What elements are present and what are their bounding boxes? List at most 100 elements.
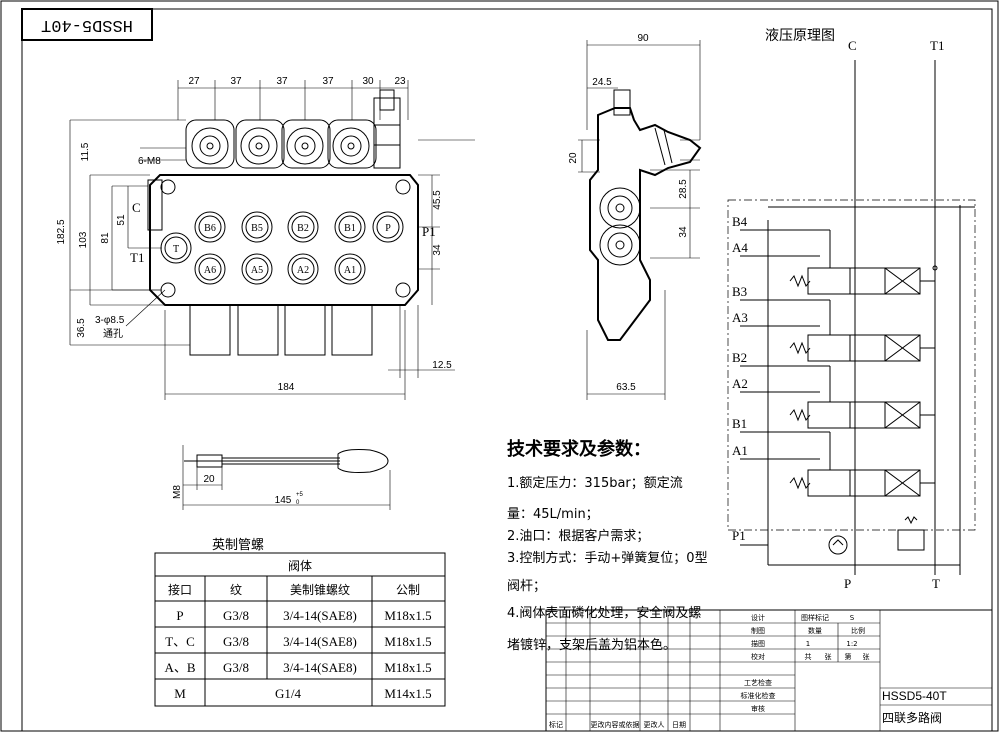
dim-34-front: 34 <box>432 244 443 256</box>
hyd-port-p1: P1 <box>732 528 746 543</box>
dim-top-6: 23 <box>394 76 406 87</box>
pipe-r2-c0: A、B <box>164 660 195 675</box>
tb-model: HSSD5-40T <box>882 689 947 703</box>
side-dim-28-5: 28.5 <box>678 179 689 199</box>
tech-line-6: 堵镀锌，支架后盖为铝本色。 <box>507 637 676 653</box>
tb-qty-head-1: 比例 <box>851 626 865 635</box>
hole-note: 3-φ8.5 <box>95 315 125 326</box>
port-a2: A2 <box>297 265 309 276</box>
tb-qty-head-0: 数量 <box>808 626 822 635</box>
pipe-r1-c2: 3/4-14(SAE8) <box>283 634 357 649</box>
dim-51: 51 <box>116 214 127 226</box>
tech-line-2: 2.油口：根据客户需求； <box>507 528 649 544</box>
inner-frame <box>21 8 993 732</box>
hydraulic-schematic: 液压原理图 C T1 B4 A4 B3 A3 B2 A2 B1 A1 P1 P … <box>727 28 976 591</box>
pipe-group-header: 阀体 <box>288 559 312 573</box>
pipe-r1-c0: T、C <box>165 634 195 649</box>
hyd-port-a2: A2 <box>732 376 748 391</box>
dim-top-1: 27 <box>188 76 200 87</box>
tb-right-head-1: S <box>850 614 855 622</box>
pipe-r0-c2: 3/4-14(SAE8) <box>283 608 357 623</box>
pipe-hdr-1: 纹 <box>230 583 242 597</box>
hyd-port-b3: B3 <box>732 284 747 299</box>
tb-sheet-3: 张 <box>863 652 870 661</box>
dim-top-5: 30 <box>362 76 374 87</box>
dim-103: 103 <box>78 231 89 248</box>
front-label-t1: T1 <box>130 250 144 265</box>
tb-row-1: 制图 <box>751 626 765 635</box>
side-dim-90: 90 <box>637 33 649 44</box>
side-dim-24-5: 24.5 <box>592 77 612 88</box>
hyd-title: 液压原理图 <box>765 28 835 44</box>
pipe-r1-c3: M18x1.5 <box>384 634 431 649</box>
pipe-r2-c3: M18x1.5 <box>384 660 431 675</box>
tb-name: 四联多路阀 <box>882 710 942 725</box>
tb-row-2: 描图 <box>751 639 765 648</box>
tech-line-5: 4.阀体表面磷化处理，安全阀及螺 <box>507 605 701 621</box>
tb-sheet-2: 第 <box>845 652 852 661</box>
front-label-c: C <box>132 200 141 215</box>
front-view: 27 37 37 37 30 23 <box>56 76 475 400</box>
handle-dim-m8: M8 <box>172 485 183 499</box>
pipe-r0-c3: M18x1.5 <box>384 608 431 623</box>
tb-row-6: 审核 <box>751 704 765 713</box>
hyd-label-t: T <box>932 576 940 591</box>
pipe-table: 英制管螺 阀体 接口 纹 美制锥螺纹 公制 P G3/8 3/4-14(SAE8… <box>154 538 446 707</box>
pipe-r3-c1: G1/4 <box>275 686 302 701</box>
dim-81: 81 <box>100 232 111 244</box>
hyd-port-b1: B1 <box>732 416 747 431</box>
hyd-port-a3: A3 <box>732 310 748 325</box>
tb-row-0: 设计 <box>751 613 765 622</box>
pipe-r2-c2: 3/4-14(SAE8) <box>283 660 357 675</box>
dim-11-5: 11.5 <box>80 142 91 161</box>
tb-footer-3: 日期 <box>672 721 686 729</box>
pipe-r3-c2: M14x1.5 <box>384 686 431 701</box>
tb-footer-2: 更改人 <box>644 720 665 729</box>
title-box <box>21 8 153 41</box>
pipe-hdr-3: 公制 <box>396 583 420 597</box>
side-view: 90 24.5 20 28.5 34 63.5 <box>568 33 702 400</box>
dim-6m8: 6-M8 <box>138 156 161 167</box>
handle-tol-upper: +5 <box>296 492 304 498</box>
dim-top-4: 37 <box>322 76 334 87</box>
tb-sheet-1: 张 <box>825 652 832 661</box>
port-a1: A1 <box>344 265 356 276</box>
tech-line-3: 3.控制方式：手动+弹簧复位；0型 <box>507 550 708 566</box>
hyd-label-c: C <box>848 38 857 53</box>
dim-36-5: 36.5 <box>76 318 87 338</box>
port-a5: A5 <box>251 265 263 276</box>
pipe-hdr-0: 接口 <box>168 582 192 597</box>
tb-row-3: 校对 <box>751 652 765 661</box>
port-t: T <box>173 244 179 255</box>
tb-qty-val-1: 1:2 <box>846 640 857 648</box>
tb-qty-val-0: 1 <box>806 640 810 648</box>
port-p: P <box>385 223 391 234</box>
side-dim-63-5: 63.5 <box>616 382 636 393</box>
title-box-text: HSSD5-40T <box>41 15 133 34</box>
pipe-hdr-2: 美制锥螺纹 <box>290 583 350 597</box>
tb-row-4: 工艺检查 <box>744 678 772 687</box>
tb-footer-1: 更改内容或依据 <box>591 720 640 729</box>
side-dim-20: 20 <box>568 152 579 164</box>
hole-note-2: 通孔 <box>103 328 123 340</box>
port-a6: A6 <box>204 265 216 276</box>
dim-top-2: 37 <box>230 76 242 87</box>
tech-heading: 技术要求及参数： <box>507 438 651 460</box>
hyd-label-p: P <box>844 576 851 591</box>
dim-182-5: 182.5 <box>56 219 67 244</box>
pipe-r2-c1: G3/8 <box>223 660 249 675</box>
tech-line-0: 1.额定压力：315bar；额定流 <box>507 476 683 491</box>
pipe-r0-c1: G3/8 <box>223 608 249 623</box>
side-dim-34: 34 <box>678 226 689 238</box>
pipe-r1-c1: G3/8 <box>223 634 249 649</box>
dim-184: 184 <box>278 382 295 393</box>
front-label-p1: P1 <box>422 224 436 239</box>
hyd-port-b4: B4 <box>732 214 748 229</box>
tb-row-5: 标准化检查 <box>741 691 776 700</box>
title-block: 设计 制图 描图 校对 工艺检查 标准化检查 审核 标记 更改内容或依据 更改人… <box>545 609 993 732</box>
handle-dim-145: 145 <box>275 495 292 506</box>
pipe-table-title: 英制管螺 <box>212 538 264 553</box>
pipe-r3-c0: M <box>174 686 186 701</box>
port-b5: B5 <box>251 223 263 234</box>
